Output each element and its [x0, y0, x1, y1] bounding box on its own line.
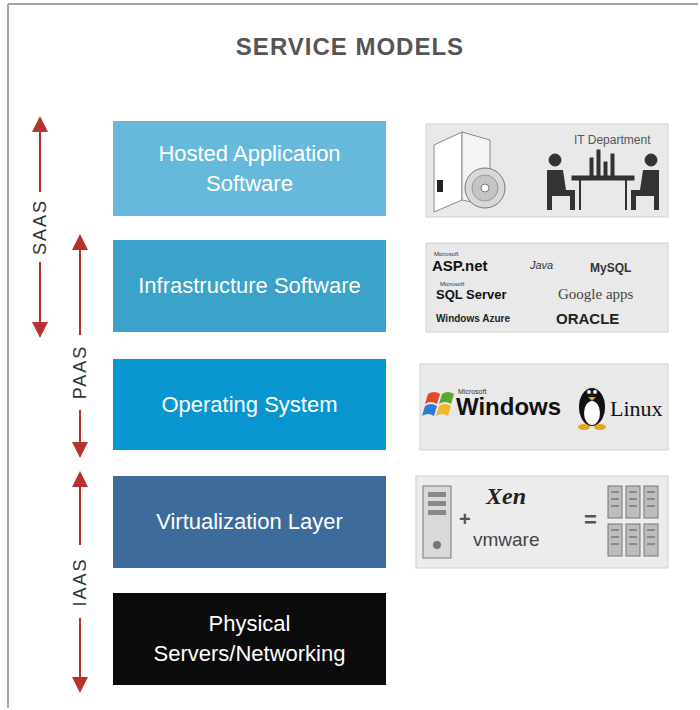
layer-name: Physical Servers/Networking [127, 609, 372, 668]
panel-caption: IT Department [574, 134, 650, 146]
service-layer-band: Infrastructure Software [113, 240, 386, 332]
server-unit [644, 524, 658, 556]
logo-text: ASP.net [432, 258, 488, 273]
logo-text: vmware [473, 530, 540, 549]
server-slot [611, 506, 619, 507]
windows-logo [422, 392, 454, 416]
server-unit [608, 524, 622, 556]
range-arrow [39, 124, 41, 192]
model-label: PAAS [71, 343, 89, 402]
layer-name: Operating System [161, 390, 337, 420]
server-slot [611, 492, 619, 493]
server-unit [626, 486, 640, 518]
server-slot [629, 492, 637, 493]
server-slot [647, 537, 655, 538]
symbol-text: + [459, 509, 471, 529]
logo-text: Google apps [558, 287, 633, 302]
server-slot [629, 544, 637, 545]
frame-line [8, 4, 698, 708]
server-slot [611, 530, 619, 531]
range-arrow [79, 618, 81, 685]
logo-text: Microsoft [458, 388, 486, 395]
logo-text: Microsoft [434, 251, 458, 257]
server-slot [611, 537, 619, 538]
server-icon [423, 486, 451, 558]
layer-name: Infrastructure Software [138, 271, 361, 301]
server-slot [629, 530, 637, 531]
server-slot [629, 506, 637, 507]
service-layer-band: Virtualization Layer [113, 476, 386, 568]
server-unit [608, 486, 622, 518]
image-panel [416, 476, 668, 568]
server-slot [629, 499, 637, 500]
it-team-icon [547, 150, 659, 210]
server-slot [647, 530, 655, 531]
service-layer-band: Hosted Application Software [113, 121, 386, 216]
server-slot [647, 506, 655, 507]
server-slot [629, 537, 637, 538]
image-panel [426, 124, 668, 217]
model-label: SAAS [31, 197, 49, 257]
server-unit [644, 486, 658, 518]
logo-text: Windows Azure [436, 314, 510, 324]
layer-name: Virtualization Layer [156, 507, 343, 537]
range-arrow [79, 479, 81, 545]
logo-text: MySQL [590, 262, 631, 274]
server-slot [611, 499, 619, 500]
service-layer-band: Physical Servers/Networking [113, 593, 386, 685]
server-slot [647, 499, 655, 500]
service-layer-band: Operating System [113, 359, 386, 450]
image-panel [426, 243, 668, 332]
model-label: IAAS [71, 555, 89, 608]
range-arrow [39, 262, 41, 330]
logo-text: Java [530, 260, 553, 271]
logo-text: ORACLE [556, 311, 619, 326]
logo-text: Xen [486, 484, 526, 508]
server-slot [611, 544, 619, 545]
tux-icon [578, 388, 606, 430]
logo-text: Windows [456, 395, 561, 419]
layer-name: Hosted Application Software [127, 139, 372, 198]
server-slot [647, 544, 655, 545]
software-box-icon [434, 132, 505, 212]
server-unit [626, 524, 640, 556]
server-rack-icons [608, 486, 658, 556]
logo-text: SQL Server [436, 288, 507, 301]
range-arrow [79, 410, 81, 450]
logo-text: Linux [610, 398, 663, 420]
range-arrow [79, 242, 81, 335]
server-slot [647, 492, 655, 493]
symbol-text: = [584, 509, 597, 531]
image-panel [420, 364, 668, 450]
diagram-title: SERVICE MODELS [0, 33, 700, 61]
logo-text: Microsoft [440, 281, 464, 287]
